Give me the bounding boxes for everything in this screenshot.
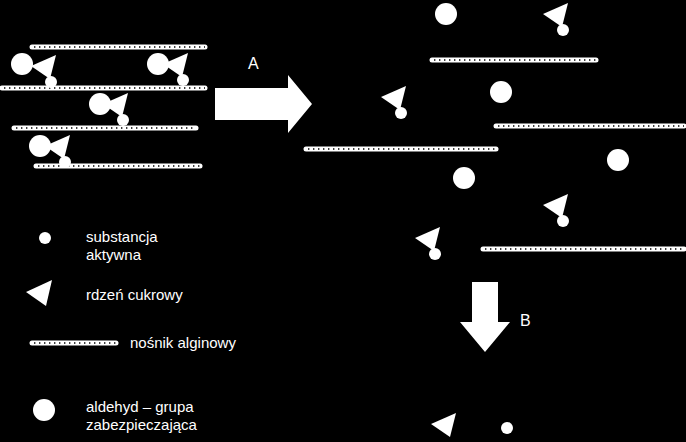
legend-active-dot — [39, 232, 51, 244]
alginate-carrier-beads — [34, 342, 116, 343]
alginate-carrier-beads — [4, 87, 205, 88]
active-substance — [177, 74, 189, 86]
active-substance — [557, 215, 569, 227]
legend-sugar-core — [26, 280, 52, 306]
alginate-carrier — [483, 247, 684, 252]
alginate-carrier-beads — [434, 59, 596, 60]
sugar-core — [431, 413, 456, 437]
active-substance — [557, 24, 569, 36]
active-substance — [117, 114, 129, 126]
sugar-core — [543, 3, 568, 27]
alginate-carrier — [32, 45, 205, 50]
alginate-carrier-beads — [16, 127, 196, 128]
active-substance — [429, 248, 441, 260]
aldehyde-group — [453, 167, 475, 189]
active-substance — [45, 76, 57, 88]
sugar-core — [543, 194, 568, 218]
sugar-core — [415, 227, 440, 251]
alginate-carrier — [432, 58, 596, 63]
block-arrow — [460, 282, 510, 352]
alginate-carrier-beads — [34, 46, 205, 47]
alginate-carrier — [2, 86, 205, 91]
alginate-carrier — [32, 341, 116, 346]
aldehyde-group — [11, 53, 33, 75]
sugar-core — [381, 86, 406, 110]
alginate-carriers — [2, 47, 684, 343]
active-substance — [501, 422, 513, 434]
legend-text: rdzeń cukrowy — [86, 286, 246, 304]
aldehyde-group — [490, 81, 512, 103]
active-substance — [395, 107, 407, 119]
step-label: B — [520, 312, 531, 330]
molecules — [11, 3, 629, 437]
sugar-core — [163, 53, 188, 77]
aldehyde-group — [607, 149, 629, 171]
alginate-carrier — [14, 126, 196, 131]
alginate-carrier-beads — [308, 148, 496, 149]
legend-text: nośnik alginowy — [130, 334, 290, 352]
step-label: A — [248, 55, 259, 73]
legend-aldehyde-circle — [33, 399, 55, 421]
alginate-carrier-beads — [498, 125, 684, 126]
block-arrow — [215, 75, 312, 133]
active-substance — [59, 156, 71, 168]
alginate-carrier — [496, 124, 684, 129]
alginate-carrier-beads — [485, 248, 684, 249]
aldehyde-group — [435, 3, 457, 25]
sugar-core — [45, 135, 70, 159]
legend-text: aldehyd – grupa zabezpieczająca — [86, 398, 221, 434]
alginate-carrier — [306, 147, 496, 152]
sugar-core — [31, 55, 56, 79]
legend-text: substancja aktywna — [86, 228, 176, 264]
sugar-core — [103, 93, 128, 117]
